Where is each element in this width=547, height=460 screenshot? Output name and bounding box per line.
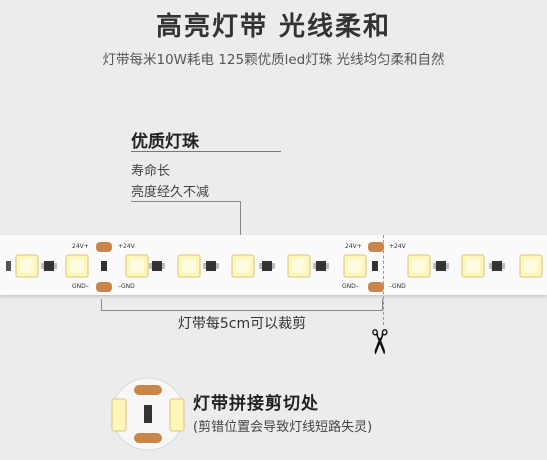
polarity-mark [101,261,107,271]
connector-pad-bottom [134,433,162,443]
page-title: 高亮灯带 光线柔和 [155,12,392,42]
connector-chip [144,405,152,423]
resistor-lead [259,263,262,269]
resistor [492,261,502,271]
cut-interval-bracket [101,299,383,311]
led-phosphor [412,259,426,273]
led-phosphor [292,259,306,273]
feature-line-lifespan: 寿命长 [131,164,171,179]
resistor-lead [41,263,44,269]
resistor-lead [313,263,316,269]
solder-pad [368,282,384,292]
voltage-label-left-top: 24V+ [72,243,89,250]
voltage-label-right-bottom-right: –GND [389,283,406,290]
led-phosphor [20,259,34,273]
resistor-lead [54,263,57,269]
callout-pointer-vertical [240,201,241,257]
page-subtitle: 灯带每米10W耗电 125颗优质led灯珠 光线均匀柔和自然 [102,52,445,68]
voltage-label-left-top-right: +24V [118,243,136,250]
resistor [436,261,446,271]
resistor-lead [272,263,275,269]
connector-led-right [169,398,185,432]
resistor [44,261,54,271]
resistor [206,261,216,271]
resistor-lead [162,263,165,269]
scissors-icon: ✂ [358,327,399,357]
connector-led-left [111,398,127,432]
cut-interval-label: 灯带每5cm可以裁剪 [177,316,307,332]
polarity-mark [372,261,378,271]
solder-pad [96,282,112,292]
voltage-label-right-bottom: GND– [342,283,359,290]
resistor-lead [216,263,219,269]
connector-title: 灯带拼接剪切处 [193,394,319,414]
strip-end-contact [6,261,11,271]
led-phosphor [130,259,144,273]
solder-pad [96,242,112,252]
voltage-label-right-top-right: +24V [389,243,407,250]
resistor-lead [446,263,449,269]
feature-line-brightness: 亮度经久不减 [131,185,210,200]
led-phosphor [236,259,250,273]
resistor-lead [489,263,492,269]
led-phosphor [466,259,480,273]
resistor-lead [433,263,436,269]
led-phosphor [182,259,196,273]
voltage-label-right-top: 24V+ [345,243,362,250]
resistor [316,261,326,271]
feature-divider [131,151,281,152]
feature-title: 优质灯珠 [131,132,199,152]
led-phosphor [524,259,538,273]
resistor-lead [203,263,206,269]
led-strip-components: 24V+ +24V GND– –GND 24V+ +24V GND– –GND [6,242,543,292]
callout-pointer-horizontal [131,201,241,202]
connector-pad-top [134,385,162,395]
resistor-lead [326,263,329,269]
led-phosphor [70,259,84,273]
led-phosphor [348,259,362,273]
voltage-label-left-bottom-right: –GND [118,283,135,290]
cut-line [383,235,384,325]
connector-subtitle: (剪错位置会导致灯线短路失灵) [193,420,373,435]
resistor-lead [149,263,152,269]
solder-pad [368,242,384,252]
resistor [262,261,272,271]
resistor-lead [502,263,505,269]
voltage-label-left-bottom: GND– [72,283,89,290]
resistor [152,261,162,271]
connector-illustration [111,377,185,451]
